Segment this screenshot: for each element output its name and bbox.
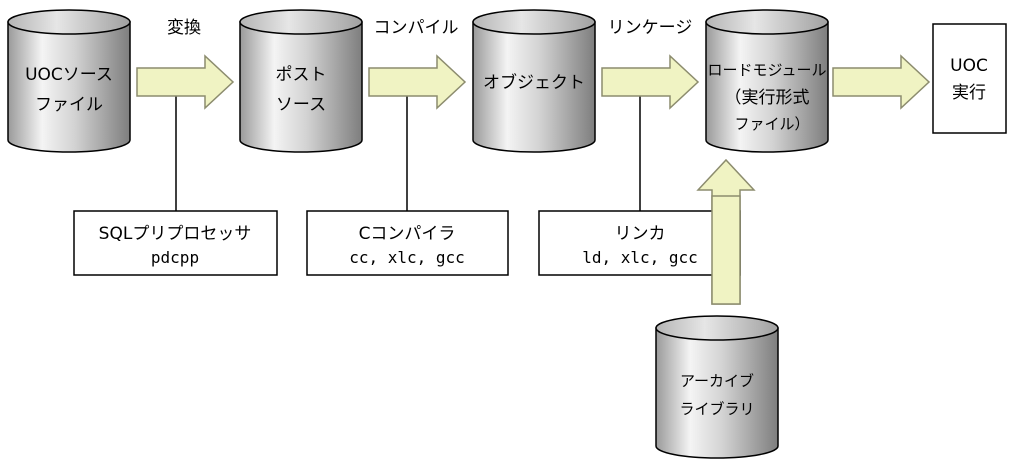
cylinder-object-label: オブジェクト [483, 72, 585, 93]
cylinder-uoc-source-label-2: ファイル [35, 95, 103, 115]
tool-linker-command: ld, xlc, gcc [582, 248, 698, 267]
cylinder-load-module: ロードモジュール （実行形式 ファイル） [705, 9, 829, 153]
result-label-1: UOC [950, 56, 988, 76]
tool-preprocessor-command: pdcpp [151, 248, 199, 267]
tool-box-linker: リンカ ld, xlc, gcc [538, 210, 741, 276]
arrow-library-front [711, 195, 741, 305]
tool-compiler-name: Cコンパイラ [359, 224, 456, 244]
cylinder-load-module-label-3: ファイル） [734, 115, 809, 133]
cylinder-archive-label-1: アーカイブ [680, 372, 754, 390]
tool-box-compiler: Cコンパイラ cc, xlc, gcc [306, 210, 509, 276]
cylinder-uoc-source: UOCソース ファイル [7, 9, 131, 153]
cylinder-load-module-label-2: （実行形式 [725, 88, 810, 108]
cylinder-load-module-label-1: ロードモジュール [708, 61, 827, 79]
arrow-compile [368, 54, 467, 110]
tool-compiler-command: cc, xlc, gcc [349, 248, 465, 267]
tool-linker-name: リンカ [615, 224, 666, 244]
step-label-link: リンケージ [608, 18, 693, 38]
cylinder-uoc-source-label-1: UOCソース [25, 65, 113, 85]
cylinder-post-source: ポスト ソース [239, 9, 363, 153]
result-box: UOC 実行 [932, 23, 1007, 134]
cylinder-post-source-label-1: ポスト [276, 65, 327, 85]
step-label-convert: 変換 [167, 18, 201, 38]
arrow-execute [832, 54, 931, 110]
cylinder-object: オブジェクト [472, 9, 596, 153]
arrow-link [601, 54, 700, 110]
cylinder-archive-label-2: ライブラリ [679, 400, 754, 418]
arrow-convert [136, 54, 235, 110]
cylinder-archive-library: アーカイブ ライブラリ [655, 315, 779, 459]
tool-preprocessor-name: SQLプリプロセッサ [99, 224, 252, 244]
step-label-compile: コンパイル [374, 18, 459, 38]
tool-box-preprocessor: SQLプリプロセッサ pdcpp [73, 210, 278, 276]
result-label-2: 実行 [952, 83, 986, 103]
cylinder-post-source-label-2: ソース [276, 95, 326, 115]
